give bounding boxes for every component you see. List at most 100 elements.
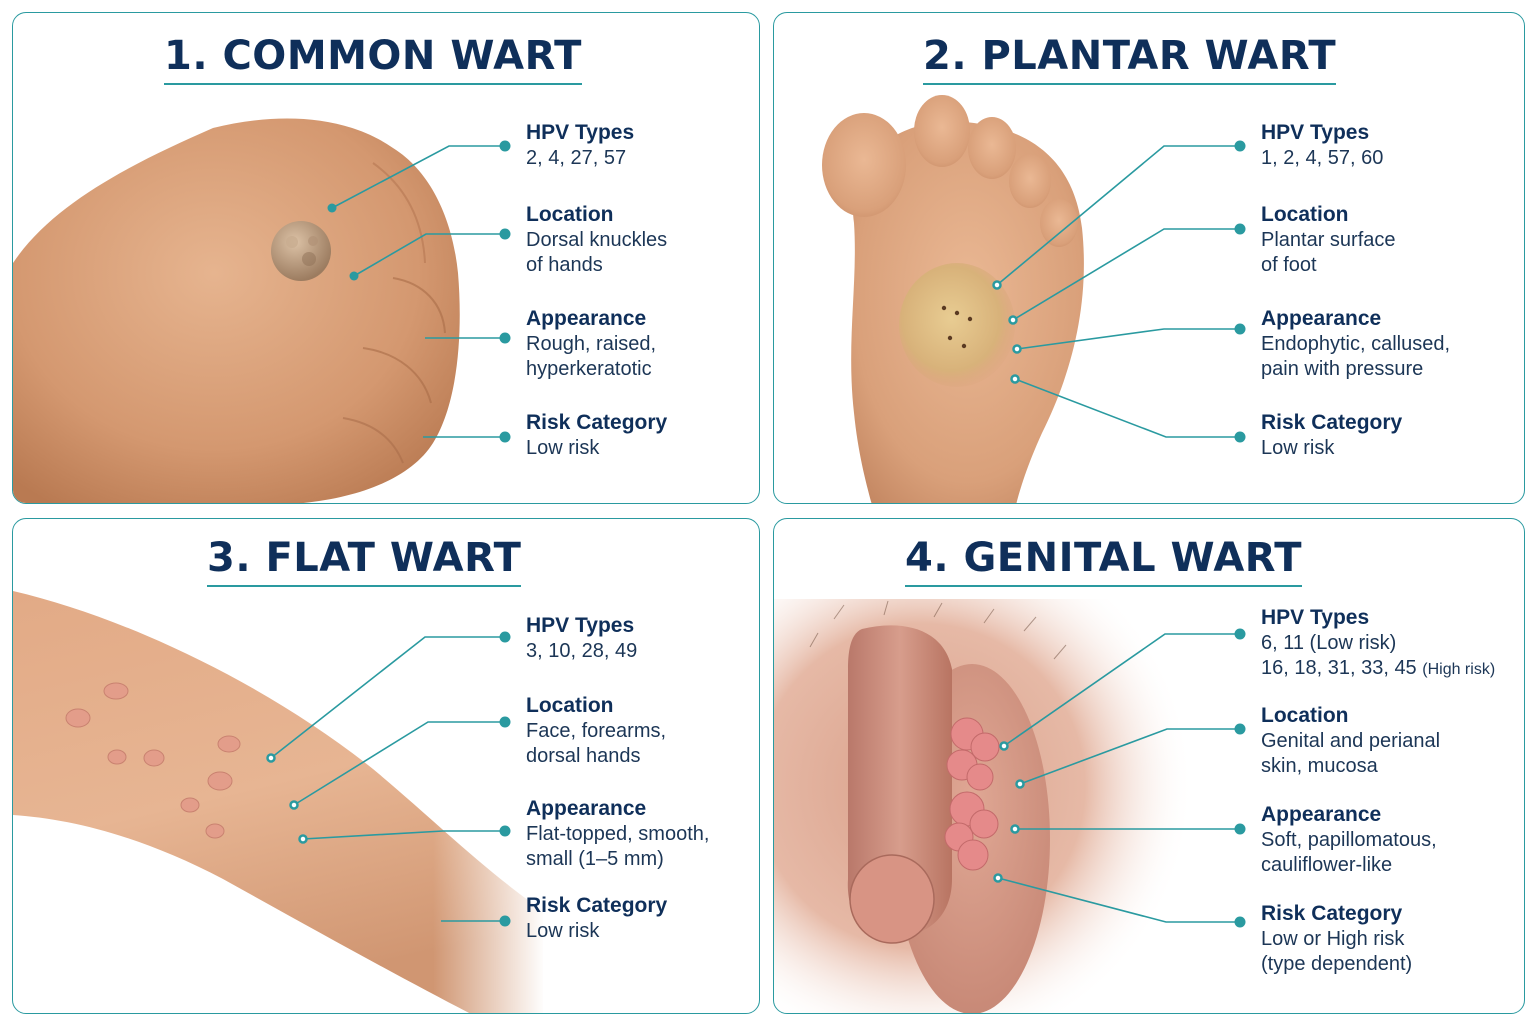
genital-wart-cluster [970, 732, 1000, 762]
location-label: Location [526, 694, 614, 717]
location-label: Location [526, 203, 614, 226]
flat-wart-papule [107, 749, 127, 765]
genital-wart-cluster [957, 839, 989, 871]
finger-crease [362, 347, 432, 404]
hair-stroke [833, 604, 845, 620]
location-value-line: dorsal hands [526, 745, 641, 767]
flat-wart-papule [217, 735, 241, 753]
location-block: Location Dorsal knuckles of hands [526, 202, 667, 278]
location-block: Location Genital and perianal skin, muco… [1261, 703, 1440, 779]
flat-wart-papule [207, 771, 233, 791]
toe-5 [1040, 199, 1078, 247]
location-label: Location [1261, 203, 1349, 226]
location-value-line: of foot [1261, 254, 1317, 276]
risk-category-label: Risk Category [1261, 902, 1403, 925]
location-value-line: Face, forearms, [526, 720, 667, 742]
fist-illustration [13, 118, 460, 503]
panel-common-wart: 1. COMMON WART HPV Types 2, 4, 27, 57 Lo… [12, 12, 760, 504]
hpv-types-block: HPV Types 3, 10, 28, 49 [526, 613, 637, 664]
location-label: Location [1261, 704, 1349, 727]
flat-wart-papule [180, 797, 200, 813]
risk-category-label: Risk Category [526, 894, 668, 917]
appearance-block: Appearance Rough, raised, hyperkeratotic [526, 306, 656, 382]
toe-3 [968, 117, 1016, 179]
wart-texture [286, 236, 298, 248]
capillary-dot [961, 343, 967, 349]
panel-flat-wart: 3. FLAT WART HPV Types 3, 10, 28, 49 Loc… [12, 518, 760, 1014]
risk-category-block: Risk Category Low or High risk (type dep… [1261, 901, 1412, 977]
location-value-line: of hands [526, 254, 603, 276]
toe-2 [914, 95, 970, 167]
flat-wart-papule [65, 708, 91, 728]
wart-texture [302, 252, 316, 266]
location-value-line: Genital and perianal [1261, 730, 1441, 752]
appearance-label: Appearance [1261, 307, 1382, 330]
capillary-dot [967, 316, 973, 322]
hpv-types-block: HPV Types 2, 4, 27, 57 [526, 120, 634, 171]
panel-title: 2. PLANTAR WART [923, 33, 1337, 85]
appearance-block: Appearance Endophytic, callused, pain wi… [1261, 306, 1450, 382]
hpv-types-label: HPV Types [526, 614, 635, 637]
flat-wart-papule [143, 749, 165, 767]
appearance-value-line: Rough, raised, [526, 333, 657, 355]
flat-wart-papule [205, 823, 225, 839]
risk-category-block: Risk Category Low risk [526, 893, 667, 944]
appearance-block: Appearance Flat-topped, smooth, small (1… [526, 796, 709, 872]
capillary-dot [947, 335, 953, 341]
appearance-value-line: cauliflower-like [1261, 854, 1393, 876]
location-value-line: Plantar surface [1261, 229, 1396, 251]
hpv-types-block: HPV Types 1, 2, 4, 57, 60 [1261, 120, 1383, 171]
risk-category-value-line: (type dependent) [1261, 953, 1413, 975]
risk-category-value-line: Low or High risk [1261, 928, 1405, 950]
risk-category-block: Risk Category Low risk [526, 410, 667, 461]
forearm-shape [13, 591, 543, 1013]
hpv-types-high-risk: 16, 18, 31, 33, 45 (High risk) [1261, 656, 1495, 682]
wart-texture [308, 236, 318, 246]
location-block: Location Face, forearms, dorsal hands [526, 693, 666, 769]
appearance-value-line: small (1–5 mm) [526, 848, 664, 870]
risk-category-label: Risk Category [1261, 411, 1403, 434]
hair-stroke [1023, 616, 1037, 632]
appearance-label: Appearance [1261, 803, 1382, 826]
location-value-line: skin, mucosa [1261, 755, 1378, 777]
panel-title: 1. COMMON WART [164, 33, 582, 85]
foot-illustration [822, 95, 1084, 503]
hpv-types-value: 3, 10, 28, 49 [526, 640, 638, 662]
common-wart-lesion [271, 221, 331, 281]
hpv-types-low-risk: 6, 11 (Low risk) [1261, 632, 1397, 654]
risk-category-block: Risk Category Low risk [1261, 410, 1402, 461]
hpv-types-high-risk-list: 16, 18, 31, 33, 45 [1261, 657, 1417, 679]
capillary-dot [954, 310, 960, 316]
flat-wart-papule [103, 682, 129, 700]
hair-stroke [883, 600, 889, 616]
high-risk-note: (High risk) [1422, 661, 1496, 678]
hpv-types-block: HPV Types 6, 11 (Low risk) 16, 18, 31, 3… [1261, 605, 1495, 682]
appearance-value-line: hyperkeratotic [526, 358, 652, 380]
location-block: Location Plantar surface of foot [1261, 202, 1396, 278]
appearance-value-line: Soft, papillomatous, [1261, 829, 1437, 851]
fist-shape [13, 118, 460, 503]
hair-stroke [933, 602, 943, 618]
hpv-types-label: HPV Types [526, 121, 635, 144]
appearance-label: Appearance [526, 797, 647, 820]
risk-category-value: Low risk [526, 920, 600, 942]
finger-crease [392, 277, 446, 334]
hair-stroke [983, 608, 995, 624]
hpv-types-value: 2, 4, 27, 57 [526, 147, 627, 169]
big-toe [822, 113, 906, 217]
risk-category-label: Risk Category [526, 411, 668, 434]
finger-crease [342, 417, 404, 464]
genital-wart-cluster [966, 763, 994, 791]
panel-title: 4. GENITAL WART [905, 535, 1303, 587]
appearance-label: Appearance [526, 307, 647, 330]
forearm-illustration [13, 591, 545, 1013]
risk-category-value: Low risk [1261, 437, 1335, 459]
panel-plantar-wart: 2. PLANTAR WART HPV Types 1, 2, 4, 57, 6… [773, 12, 1525, 504]
glans-shape [849, 854, 935, 944]
appearance-value-line: Flat-topped, smooth, [526, 823, 710, 845]
genital-wart-cluster [969, 809, 999, 839]
capillary-dot [941, 305, 947, 311]
toe-4 [1009, 154, 1051, 208]
panel-genital-wart: 4. GENITAL WART HPV Types 6, 11 (Low ris… [773, 518, 1525, 1014]
location-value-line: Dorsal knuckles [526, 229, 668, 251]
